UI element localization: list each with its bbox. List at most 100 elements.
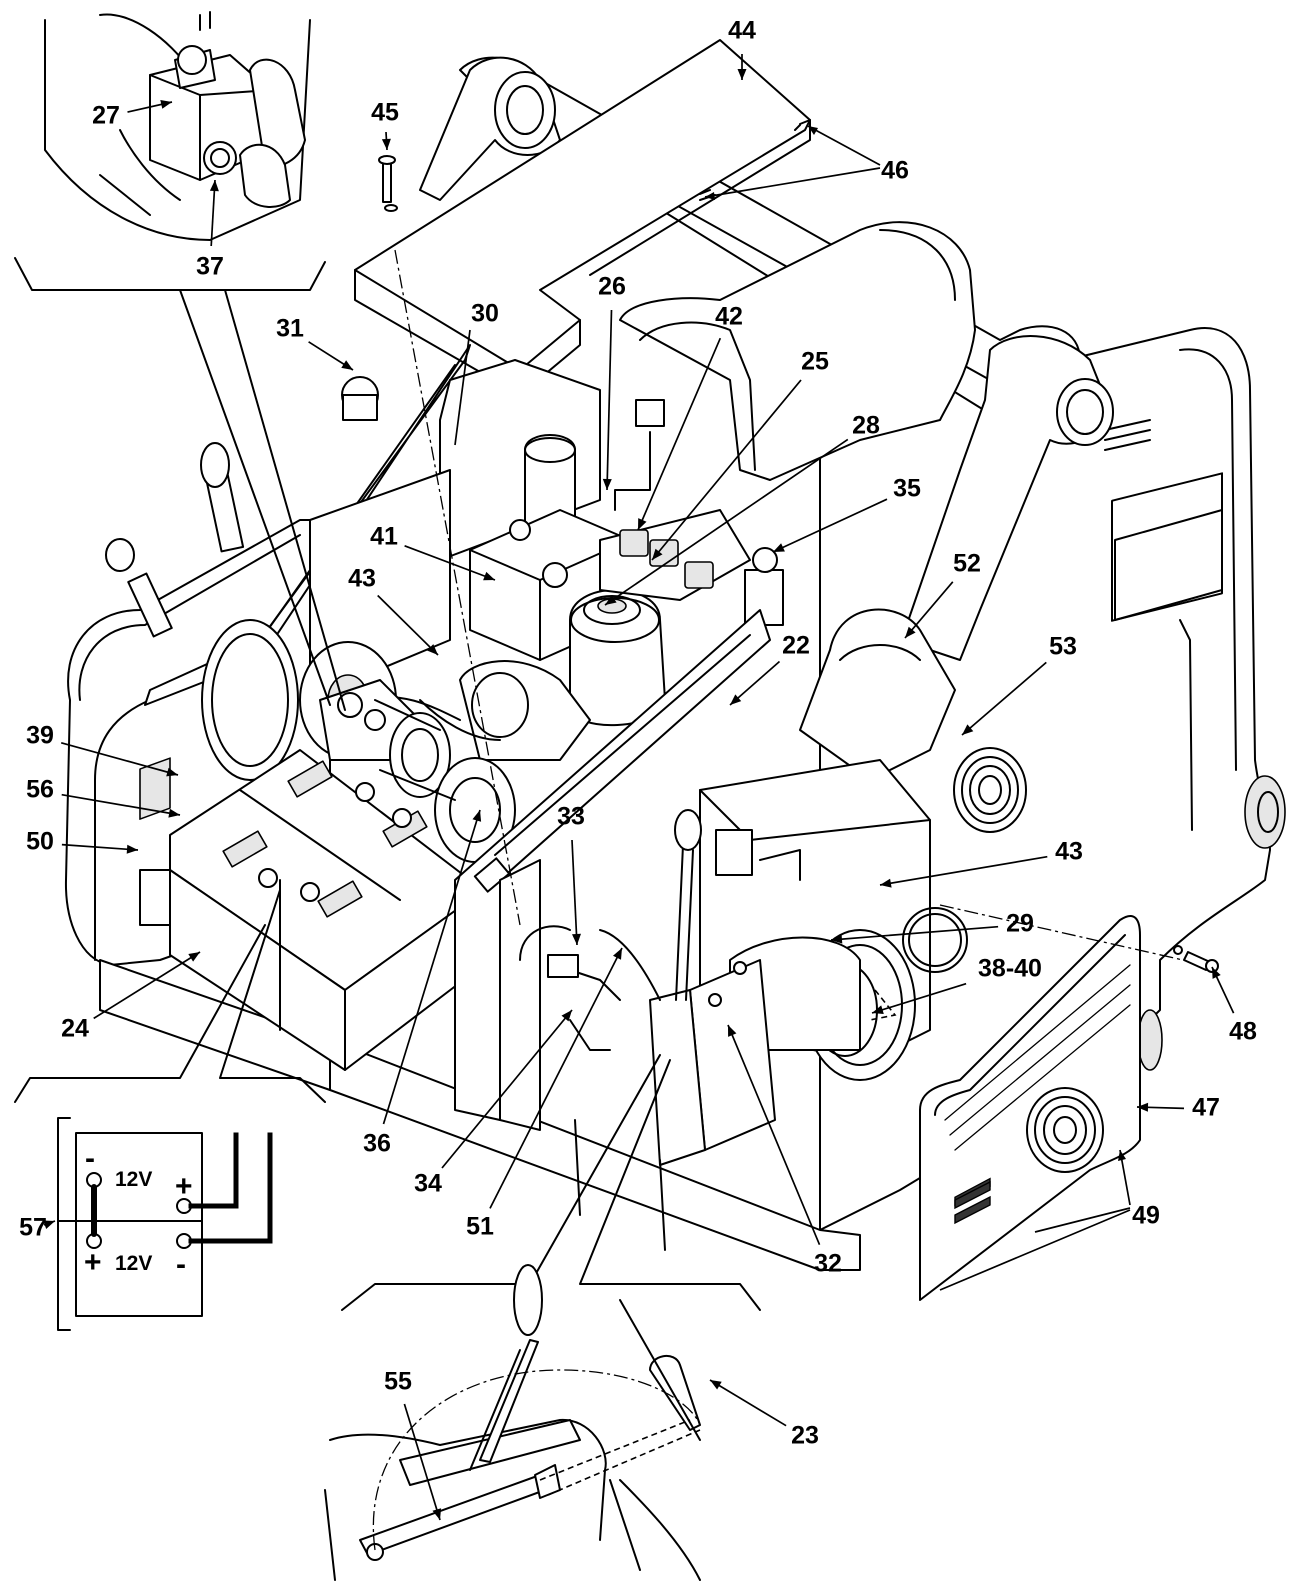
- leader-arrow-57: [43, 1220, 55, 1229]
- callout-label-33: 33: [557, 803, 585, 831]
- callout-label-30: 30: [471, 300, 499, 328]
- leader-arrow-47: [1137, 1102, 1149, 1112]
- callout-label-25: 25: [801, 348, 829, 376]
- leader-arrow-38-40: [872, 1005, 884, 1014]
- callout-label-42: 42: [715, 303, 743, 331]
- clip-46: [699, 119, 811, 195]
- callout-46-leaders: [704, 125, 881, 200]
- top-right-terminal-sign: +: [175, 1170, 193, 1203]
- callout-label-56: 56: [26, 776, 54, 804]
- leader-line-39: [60, 741, 179, 776]
- callout-label-45: 45: [371, 99, 399, 127]
- leader-arrow-35: [773, 543, 785, 552]
- leader-arrow-39: [166, 767, 178, 777]
- callout-30-leader: [454, 329, 471, 446]
- leader-line-35: [772, 498, 888, 553]
- callout-label-41: 41: [370, 523, 398, 551]
- leader-line-38-40: [871, 982, 967, 1014]
- callout-label-48: 48: [1229, 1018, 1257, 1046]
- callout-label-57: 57: [19, 1214, 47, 1242]
- front-console: [454, 609, 771, 1131]
- callout-label-43: 43: [348, 565, 376, 593]
- leader-line-43: [879, 855, 1048, 886]
- assembly-lines: [394, 249, 1206, 1021]
- leader-arrow-27: [160, 100, 172, 109]
- bolt-45: [378, 155, 398, 212]
- bottom-right-terminal-sign: -: [176, 1248, 186, 1281]
- leader-arrow-48: [1212, 967, 1221, 979]
- leader-line-53: [961, 661, 1047, 736]
- leader-line-41: [404, 545, 496, 581]
- wiring-inset-text: 12V 12V - + + -: [84, 1142, 193, 1281]
- leader-line-43: [377, 594, 439, 656]
- leader-arrow-43: [427, 644, 438, 655]
- callout-label-37: 37: [196, 253, 224, 281]
- leader-arrow-33: [572, 933, 581, 945]
- hydraulic-unit: [309, 359, 784, 761]
- leader-line-36: [382, 809, 481, 1125]
- callout-label-52: 52: [953, 550, 981, 578]
- callout-label-31: 31: [276, 315, 304, 343]
- callout-label-53: 53: [1049, 633, 1077, 661]
- callout-49-leaders: [939, 1149, 1131, 1291]
- callout-label-34: 34: [414, 1170, 442, 1198]
- callout-label-46: 46: [881, 157, 909, 185]
- side-cover-47: [919, 915, 1141, 1301]
- leader-line-24: [93, 951, 201, 1020]
- leader-line-42: [637, 337, 722, 531]
- leader-line-50: [61, 843, 139, 851]
- callout-label-38-40: 38-40: [978, 955, 1042, 983]
- inset-handle: [324, 1054, 761, 1581]
- leader-arrow-42: [638, 518, 647, 530]
- callout-label-32: 32: [814, 1250, 842, 1278]
- leader-arrow-45: [381, 138, 391, 150]
- callout-label-35: 35: [893, 475, 921, 503]
- leader-arrow-50: [126, 844, 138, 854]
- leader-arrow-37: [209, 180, 219, 192]
- callout-label-51: 51: [466, 1213, 494, 1241]
- engine-pulley: [105, 376, 516, 863]
- leader-arrow-53: [962, 724, 974, 735]
- leader-line-26: [606, 309, 613, 491]
- leader-line-55: [403, 1403, 441, 1521]
- leader-arrow-32: [728, 1025, 737, 1037]
- leader-line-34: [441, 1009, 573, 1169]
- leader-arrow-29: [831, 934, 843, 944]
- callout-label-24: 24: [61, 1015, 89, 1043]
- callout-label-27: 27: [92, 102, 120, 130]
- leader-line-51: [489, 947, 623, 1209]
- leader-line-37: [210, 179, 216, 247]
- callout-label-29: 29: [1006, 910, 1034, 938]
- callout-label-28: 28: [852, 412, 880, 440]
- leader-arrow-31: [341, 360, 353, 370]
- leader-arrow-26: [602, 478, 612, 490]
- leader-arrow-28: [605, 595, 617, 605]
- leader-arrow-23: [710, 1380, 722, 1390]
- callout-label-23: 23: [791, 1422, 819, 1450]
- wiring-inset: [14, 889, 326, 1331]
- callout-label-26: 26: [598, 273, 626, 301]
- leader-line-52: [904, 581, 954, 639]
- leader-arrow-56: [168, 808, 180, 818]
- leader-arrow-36: [472, 810, 482, 822]
- leader-arrow-22: [730, 694, 742, 705]
- callout-label-44: 44: [728, 17, 756, 45]
- leader-arrow-43: [880, 878, 892, 888]
- callout-label-55: 55: [384, 1368, 412, 1396]
- leader-line-33: [571, 839, 578, 946]
- control-area: [547, 608, 968, 1251]
- side-vent: [953, 747, 1027, 833]
- leader-arrow-52: [905, 626, 916, 638]
- leader-arrow-24: [188, 952, 200, 962]
- leader-arrow-44: [737, 69, 747, 80]
- leader-arrow-55: [432, 1508, 442, 1520]
- callout-label-43: 43: [1055, 838, 1083, 866]
- callout-label-50: 50: [26, 828, 54, 856]
- leader-arrow-34: [561, 1010, 572, 1022]
- inset-leader-top: [179, 289, 346, 711]
- callout-label-22: 22: [782, 632, 810, 660]
- callout-leaders: [43, 54, 1235, 1521]
- bottom-battery-voltage: 12V: [115, 1252, 152, 1275]
- leader-line-29: [830, 925, 999, 941]
